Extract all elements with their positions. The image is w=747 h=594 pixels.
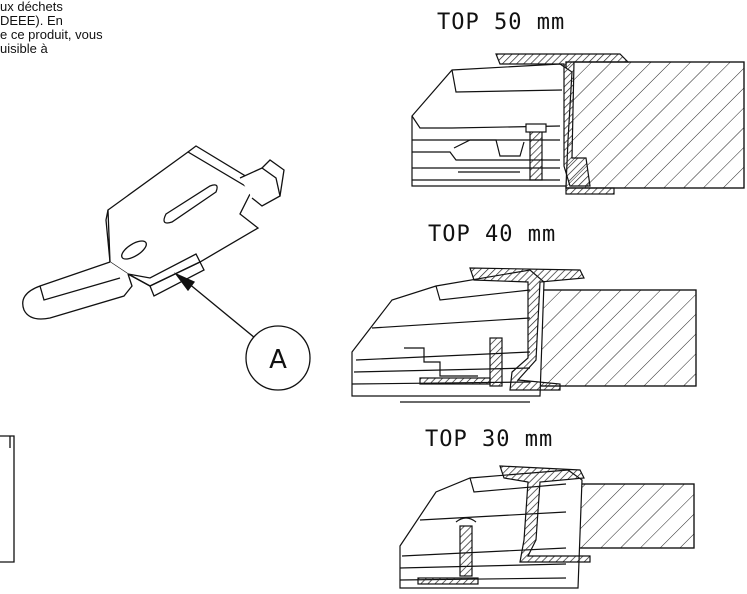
clip-drawing: [22, 145, 285, 320]
clip-long-slot: [163, 184, 218, 224]
text-fragment: ux déchets DEEE). En e ce produit, vous …: [0, 0, 200, 56]
worktop-40: [535, 289, 697, 387]
clip-oval-hole: [121, 240, 147, 260]
text-line: e ce produit, vous: [0, 27, 103, 42]
arrowhead: [173, 272, 196, 292]
clip-flange: [127, 253, 201, 287]
callout-a: [173, 272, 311, 391]
label-top-50: TOP 50 mm: [437, 10, 566, 35]
text-line: DEEE). En: [0, 13, 63, 28]
clip-right-tab: [239, 167, 281, 207]
label-top-30: TOP 30 mm: [425, 427, 554, 452]
partial-frame: [0, 435, 15, 563]
text-line: uisible à: [0, 41, 48, 56]
clip-plate: [107, 151, 260, 287]
drawing-top-40: [351, 267, 697, 403]
text-line: ux déchets: [0, 0, 63, 14]
drawing-top-30: [399, 465, 695, 589]
drawing-top-50: [411, 53, 745, 195]
worktop-50: [565, 61, 745, 189]
callout-letter: A: [269, 345, 287, 375]
callout-circle: [245, 325, 311, 391]
label-top-40: TOP 40 mm: [428, 222, 557, 247]
